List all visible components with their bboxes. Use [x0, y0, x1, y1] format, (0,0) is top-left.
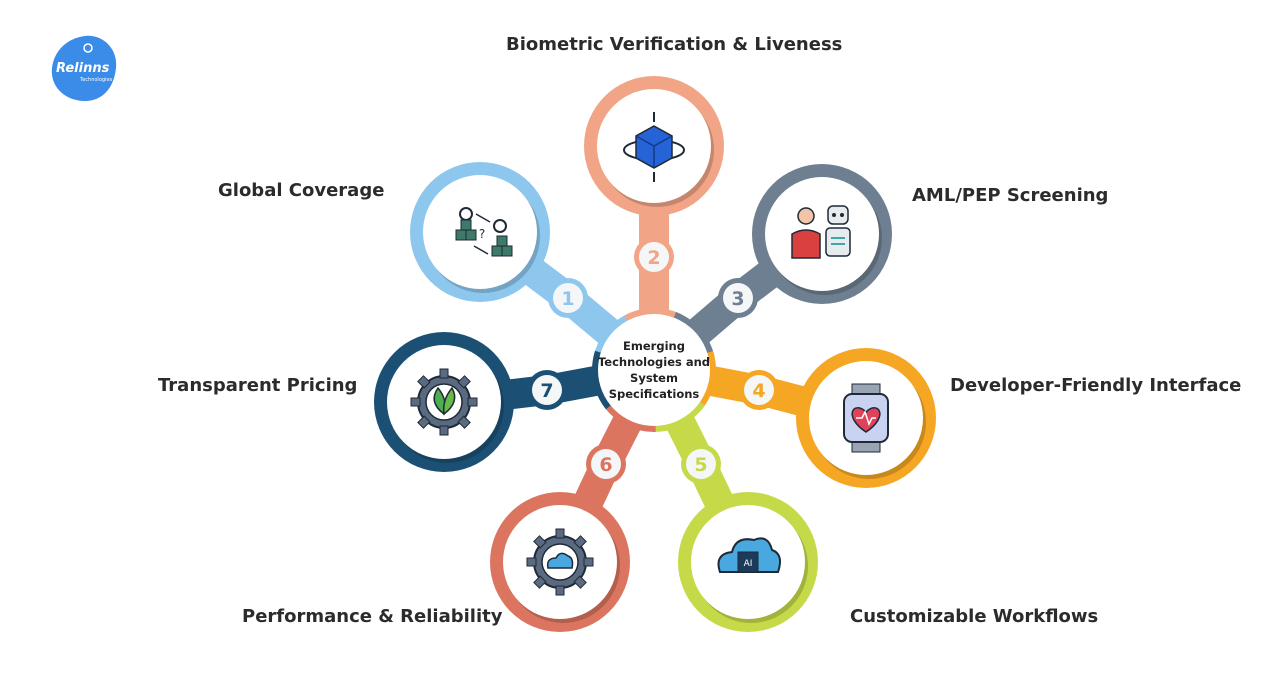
number-face-4: [744, 375, 774, 405]
label-biometric: Biometric Verification & Liveness: [506, 34, 843, 55]
center-title: Emerging Technologies and System Specifi…: [593, 338, 715, 402]
number-face-7: [532, 375, 562, 405]
leaf-gear-icon: [410, 368, 478, 436]
center-line-4: Specifications: [608, 387, 700, 401]
label-global-coverage: Global Coverage: [218, 180, 385, 201]
logo-blob-icon: [51, 35, 117, 102]
center-line-1: Emerging: [623, 339, 685, 353]
rotating-cube-icon: [623, 112, 685, 182]
svg-text:AI: AI: [744, 559, 753, 569]
network-process-icon: ?: [455, 207, 513, 257]
center-line-2: Technologies and: [597, 355, 711, 369]
number-label-2: 2: [647, 247, 660, 269]
number-label-1: 1: [561, 288, 574, 310]
cloud-gear-icon: [526, 528, 594, 596]
number-label-6: 6: [599, 454, 612, 476]
label-customizable-workflows: Customizable Workflows: [850, 606, 1099, 627]
number-face-5: [686, 449, 716, 479]
center-circle: [598, 314, 710, 426]
number-face-1: [553, 283, 583, 313]
label-transparent-pricing: Transparent Pricing: [158, 375, 358, 396]
person-robot-icon: [791, 205, 851, 259]
svg-text:?: ?: [479, 227, 485, 241]
number-face-3: [723, 283, 753, 313]
logo-text: Relinns: [56, 61, 110, 76]
company-logo: Relinns Technologies: [50, 34, 120, 104]
number-face-2: [639, 242, 669, 272]
label-aml-pep: AML/PEP Screening: [912, 185, 1109, 206]
center-line-3: System: [630, 371, 678, 385]
label-developer-friendly: Developer-Friendly Interface: [950, 375, 1242, 396]
node-face-1: [423, 175, 537, 289]
ai-cloud-chip-icon: AI: [717, 537, 781, 573]
number-label-5: 5: [694, 454, 707, 476]
number-face-6: [591, 449, 621, 479]
node-face-3: [765, 177, 879, 291]
number-label-4: 4: [752, 380, 765, 402]
number-label-7: 7: [540, 380, 553, 402]
label-performance-reliability: Performance & Reliability: [242, 606, 503, 627]
number-label-3: 3: [731, 288, 744, 310]
logo-subtext: Technologies: [80, 77, 113, 83]
heart-smartwatch-icon: [843, 383, 889, 453]
